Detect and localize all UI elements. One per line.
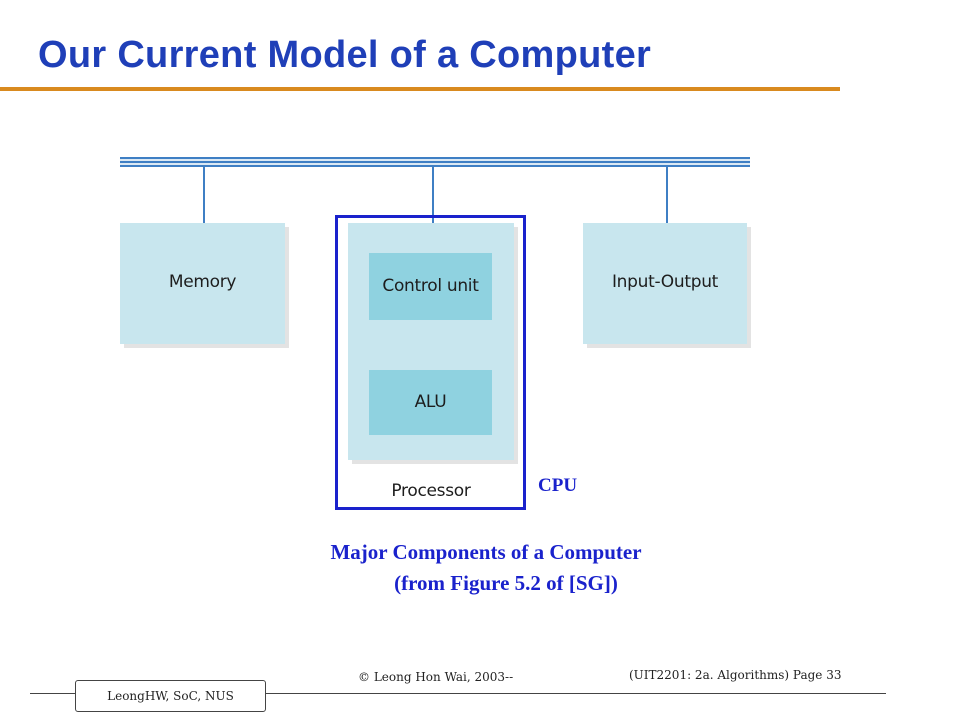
caption-line-2: (from Figure 5.2 of [SG]) [394, 571, 618, 595]
footer-copyright: © Leong Hon Wai, 2003-- [358, 670, 514, 684]
memory-box: Memory [120, 223, 285, 344]
alu-box: ALU [369, 370, 492, 435]
alu-label: ALU [414, 392, 447, 412]
footer-author: LeongHW, SoC, NUS [107, 689, 234, 703]
system-bus [120, 157, 750, 167]
memory-bus-connector [203, 167, 205, 223]
io-bus-connector [666, 167, 668, 223]
cpu-outline [335, 215, 526, 510]
cpu-label: CPU [538, 475, 578, 496]
control-unit-label: Control unit [382, 276, 479, 296]
input-output-label: Input-Output [611, 272, 719, 292]
slide-title: Our Current Model of a Computer [38, 34, 652, 76]
processor-bus-connector [432, 167, 434, 223]
footer-author-box: LeongHW, SoC, NUS [75, 680, 266, 712]
processor-box: Control unit ALU [348, 223, 514, 460]
caption-line-1: Major Components of a Computer [330, 540, 642, 564]
footer-rule [30, 693, 886, 694]
input-output-box: Input-Output [583, 223, 747, 344]
footer-page-reference: (UIT2201: 2a. Algorithms) Page 33 [629, 668, 842, 682]
processor-label: Processor [391, 481, 471, 501]
control-unit-box: Control unit [369, 253, 492, 320]
memory-label: Memory [168, 272, 237, 292]
title-underline [0, 87, 840, 91]
